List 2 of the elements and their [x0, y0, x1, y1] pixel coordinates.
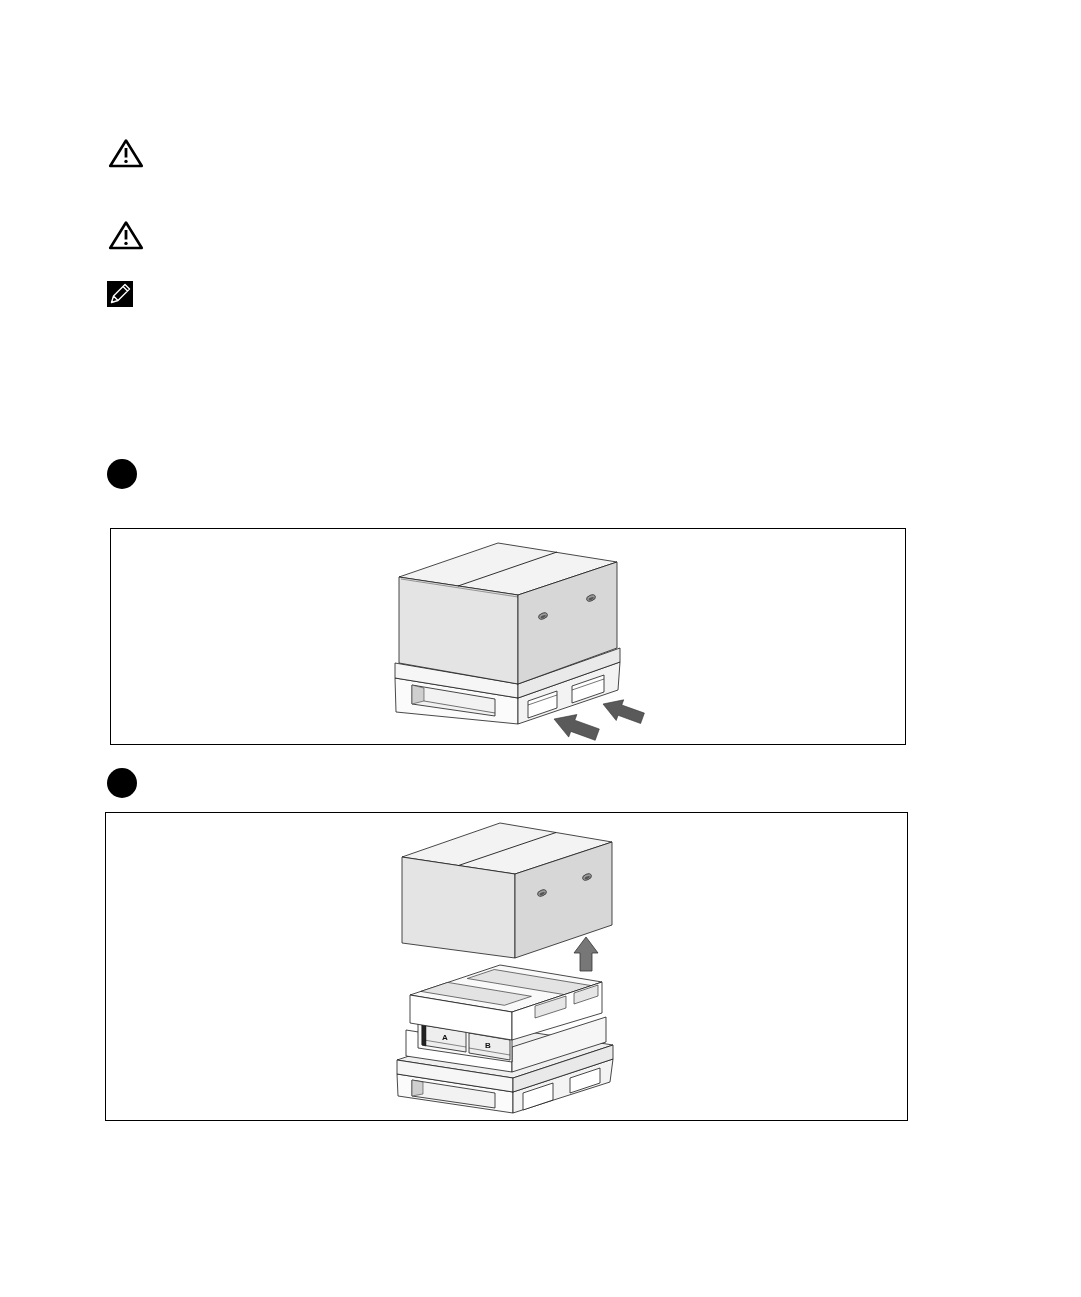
- module-label: A: [442, 1033, 448, 1042]
- module-label: B: [485, 1041, 491, 1050]
